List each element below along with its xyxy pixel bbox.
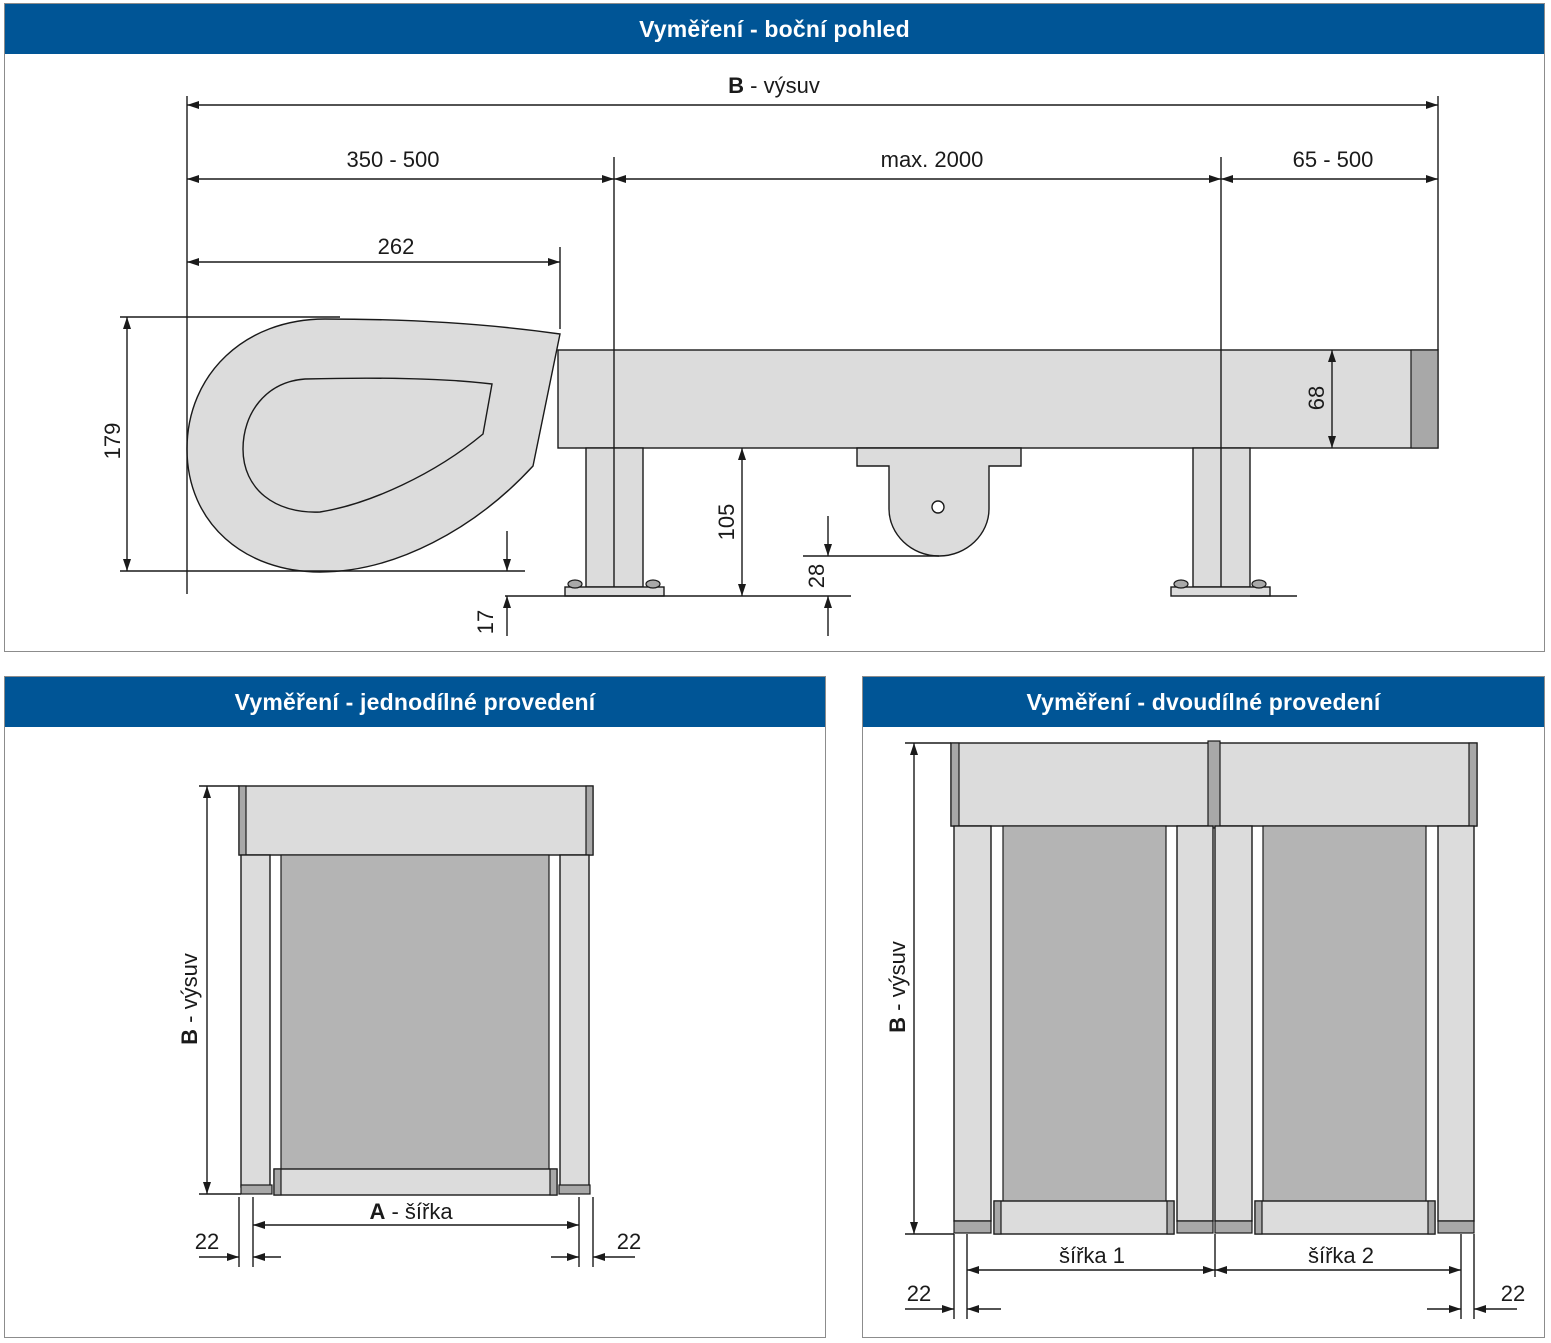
side-view-title: Vyměření - boční pohled [5,4,1544,54]
dim-label-22-left: 22 [907,1281,931,1306]
base-plate-left [564,586,665,597]
two-part-drawing: B - výsuv šířka 1 šířka 2 22 22 [885,740,1525,1319]
two-part-panel: Vyměření - dvoudílné provedení [862,676,1545,1338]
rail-foot-right [558,1184,591,1195]
dim-label-22-left: 22 [195,1229,219,1254]
dim-label-b-letter: B [728,73,744,98]
dim-label-a-rest: - šířka [385,1199,453,1224]
rail-end-cap [1410,349,1439,449]
dim-label-179: 179 [100,423,125,460]
dim-label-b-letter: B [885,1017,910,1033]
dim-label-68: 68 [1304,386,1329,410]
guide-rail-left [240,854,271,1188]
dim-label-22-right: 22 [617,1229,641,1254]
dim-label-a: A - šířka [369,1199,453,1224]
single-part-panel: Vyměření - jednodílné provedení B - výsu [4,676,826,1338]
single-part-title: Vyměření - jednodílné provedení [5,677,825,727]
dim-label-width-2: šířka 2 [1308,1243,1374,1268]
cassette-top-1 [950,742,1214,827]
dim-label-28: 28 [804,564,829,588]
single-part-drawing: B - výsuv A - šířka 22 22 [177,785,641,1267]
cassette-end-cap-left [238,785,247,856]
guide-rail-3 [1214,825,1253,1222]
dim-label-262: 262 [378,234,415,259]
dim-label-b-rest: - výsuv [177,953,202,1029]
bolt-icon [1251,579,1267,589]
bottom-bar-1-cap-left [993,1200,1002,1235]
two-part-title: Vyměření - dvoudílné provedení [863,677,1544,727]
bolt-icon [645,579,661,589]
bottom-bar-1 [993,1200,1175,1235]
cassette-inner-outline [242,377,493,513]
guide-rail-1 [953,825,992,1222]
fabric-panel-1 [1002,825,1167,1203]
dim-label-105: 105 [714,504,739,541]
dim-label-b: B - výsuv [885,941,910,1033]
rail-foot-left [240,1184,273,1195]
bolt-icon [567,579,583,589]
bolt-icon [1173,579,1189,589]
side-view-panel: Vyměření - boční pohled [4,3,1545,652]
bottom-bar-2 [1254,1200,1436,1235]
dim-label-max-2000: max. 2000 [881,147,984,172]
cassette-joint [1207,740,1221,829]
rail-foot-1 [953,1220,992,1234]
bottom-bar-2-cap-right [1427,1200,1436,1235]
dim-label-b: B - výsuv [177,953,202,1045]
bottom-bar [273,1168,558,1196]
dim-label-65-500: 65 - 500 [1293,147,1374,172]
fabric-panel-2 [1262,825,1427,1203]
rail-foot-4 [1437,1220,1475,1234]
rail-foot-3 [1214,1220,1253,1234]
guide-rail-2 [1176,825,1214,1222]
bottom-bar-1-cap-right [1166,1200,1175,1235]
cassette-end-cap-right [585,785,594,856]
guide-rail-4 [1437,825,1475,1222]
cassette-top-2 [1212,742,1478,827]
dim-label-17: 17 [473,610,498,634]
guide-rail-right [559,854,590,1188]
fabric-panel [280,854,550,1172]
dim-label-22-right: 22 [1501,1281,1525,1306]
side-view-drawing: B - výsuv 350 - 500 max. 2000 65 - 500 2… [100,73,1439,636]
guide-rail [557,349,1439,449]
dim-label-b: B - výsuv [728,73,820,98]
dim-label-b-rest: - výsuv [885,941,910,1017]
cassette-end-cap-left [950,742,960,827]
dim-label-b-rest: - výsuv [744,73,820,98]
dim-label-width-1: šířka 1 [1059,1243,1125,1268]
cassette-top [238,785,594,856]
dim-label-a-letter: A [369,1199,385,1224]
rail-foot-2 [1176,1220,1214,1234]
bottom-bar-2-cap-left [1254,1200,1263,1235]
bracket-pin-icon [931,500,945,514]
bottom-bar-cap-left [273,1168,282,1196]
bottom-bar-cap-right [549,1168,558,1196]
cassette-end-cap-right [1468,742,1478,827]
base-plate-right [1170,586,1271,597]
dim-label-b-letter: B [177,1029,202,1045]
dim-label-350-500: 350 - 500 [347,147,440,172]
